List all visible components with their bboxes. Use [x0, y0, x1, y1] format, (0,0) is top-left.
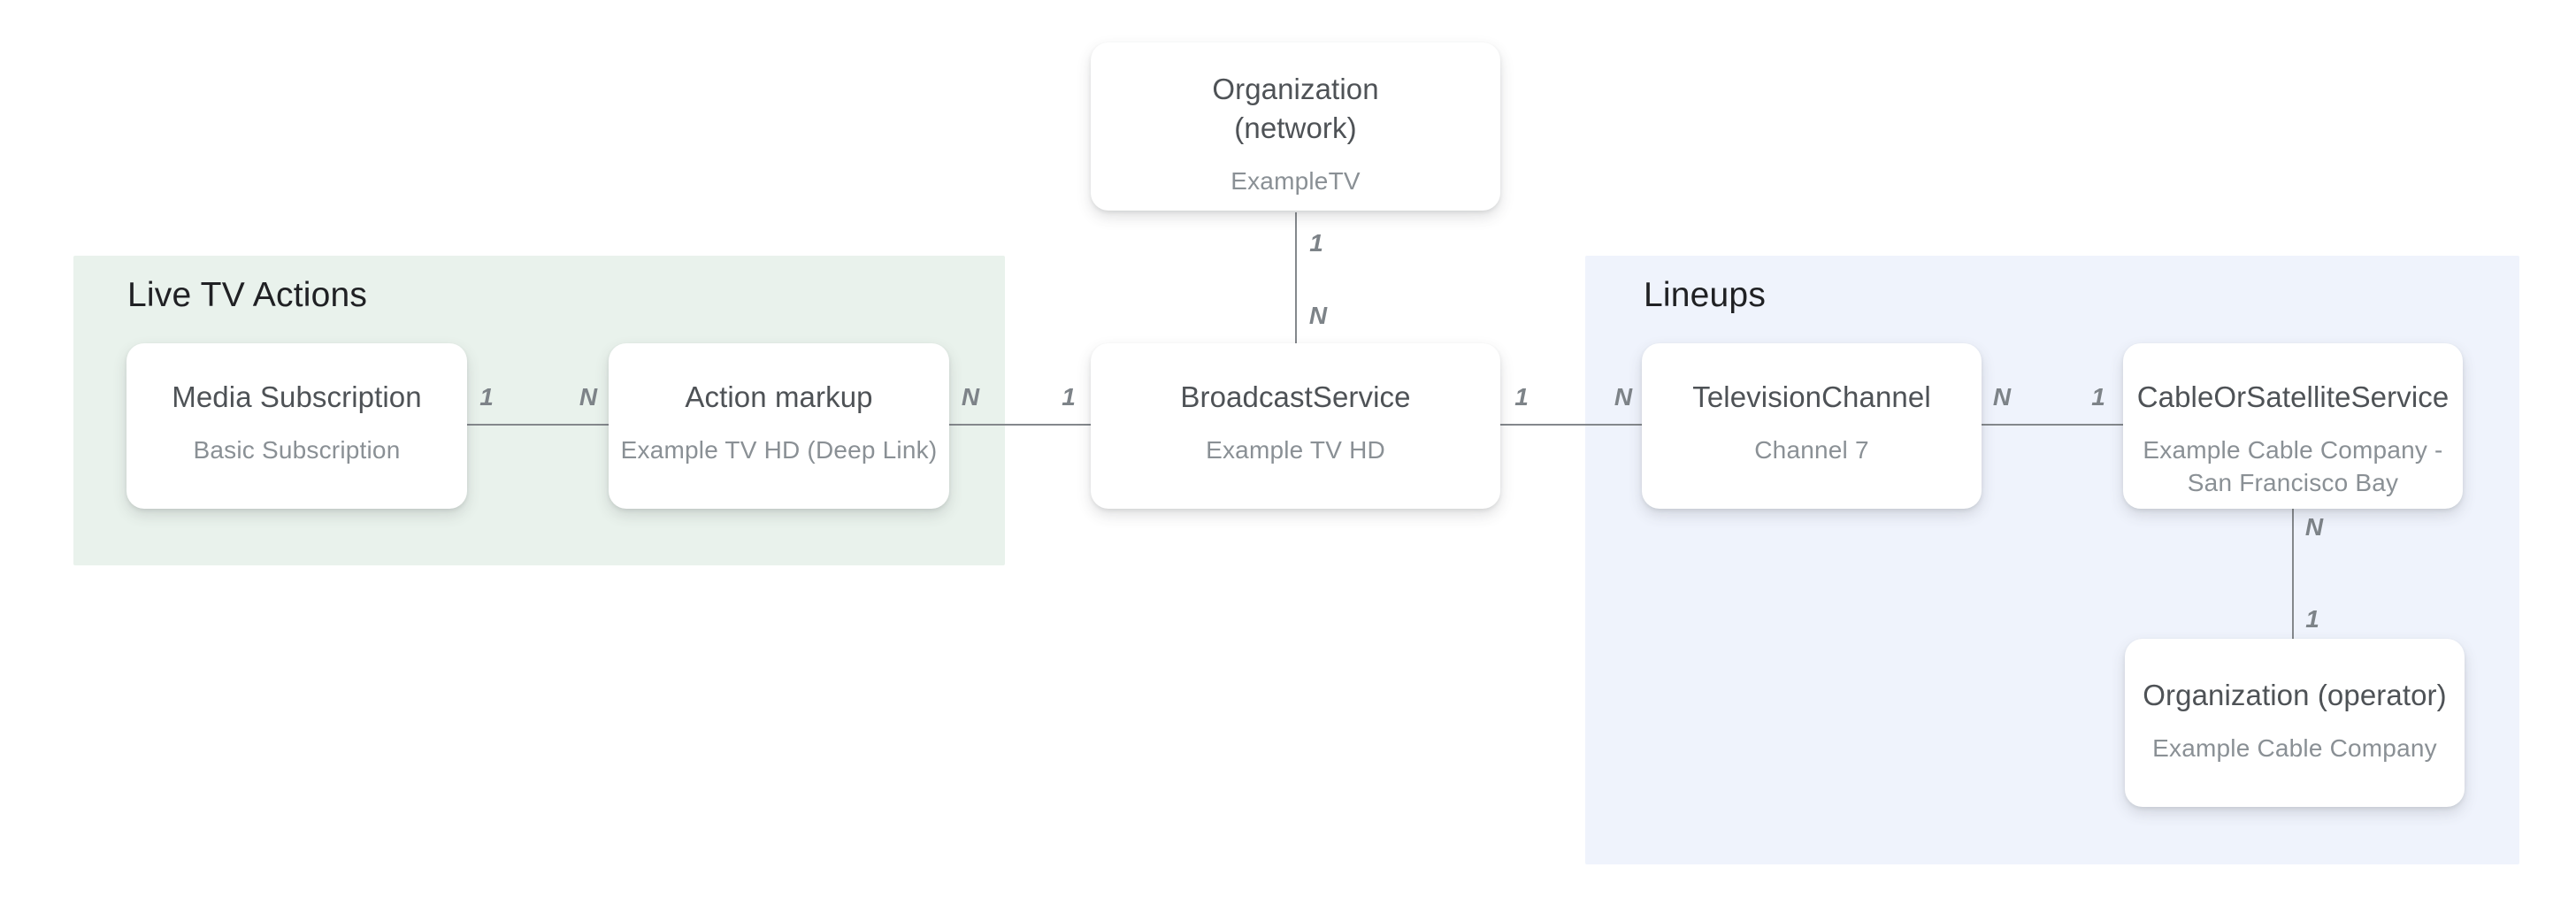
edge-cable-to-operator: [2292, 509, 2294, 639]
edge-media-to-action: [467, 424, 609, 426]
cardinality-network-to-broadcast-end: N: [1308, 302, 1328, 329]
edge-action-to-broadcast: [949, 424, 1091, 426]
node-media-subscription: Media Subscription Basic Subscription: [126, 343, 467, 509]
cardinality-channel-to-cable-end: 1: [2091, 383, 2105, 411]
edge-network-to-broadcast: [1295, 212, 1297, 343]
edge-channel-to-cable: [1982, 424, 2123, 426]
node-television-channel: TelevisionChannel Channel 7: [1642, 343, 1982, 509]
cardinality-broadcast-to-channel-start: 1: [1514, 383, 1529, 411]
live-tv-actions-title: Live TV Actions: [127, 276, 368, 314]
node-organization-operator: Organization (operator) Example Cable Co…: [2125, 639, 2465, 807]
node-title: Action markup: [685, 380, 873, 413]
node-title: Organization (operator): [2143, 679, 2447, 711]
node-subtitle: Example Cable Company: [2152, 734, 2437, 762]
node-title: Organization (network): [1212, 73, 1379, 144]
cardinality-media-to-action-end: N: [579, 383, 598, 411]
node-subtitle: Basic Subscription: [193, 436, 401, 464]
node-cable-or-satellite-service: CableOrSatelliteService Example Cable Co…: [2123, 343, 2463, 509]
node-subtitle: Example Cable Company - San Francisco Ba…: [2143, 436, 2443, 496]
node-title: CableOrSatelliteService: [2136, 380, 2450, 413]
node-broadcast-service: BroadcastService Example TV HD: [1091, 343, 1500, 509]
cardinality-action-to-broadcast-start: N: [961, 383, 980, 411]
cardinality-broadcast-to-channel-end: N: [1614, 383, 1633, 411]
cardinality-media-to-action-start: 1: [479, 383, 494, 411]
node-subtitle: Channel 7: [1754, 436, 1869, 464]
node-title: TelevisionChannel: [1692, 380, 1931, 413]
node-subtitle: Example TV HD: [1206, 436, 1385, 464]
node-action-markup: Action markup Example TV HD (Deep Link): [609, 343, 949, 509]
node-title: BroadcastService: [1180, 380, 1411, 413]
lineups-title: Lineups: [1644, 276, 1767, 314]
cardinality-action-to-broadcast-end: 1: [1062, 383, 1076, 411]
node-subtitle: Example TV HD (Deep Link): [620, 436, 938, 464]
node-subtitle: ExampleTV: [1230, 167, 1361, 195]
cardinality-cable-to-operator-end: 1: [2305, 605, 2319, 633]
cardinality-cable-to-operator-start: N: [2304, 513, 2324, 541]
edge-broadcast-to-channel: [1500, 424, 1642, 426]
cardinality-network-to-broadcast-start: 1: [1309, 229, 1323, 257]
node-organization-network: Organization (network) ExampleTV: [1091, 42, 1500, 211]
node-title: Media Subscription: [172, 380, 422, 413]
cardinality-channel-to-cable-start: N: [1992, 383, 2012, 411]
